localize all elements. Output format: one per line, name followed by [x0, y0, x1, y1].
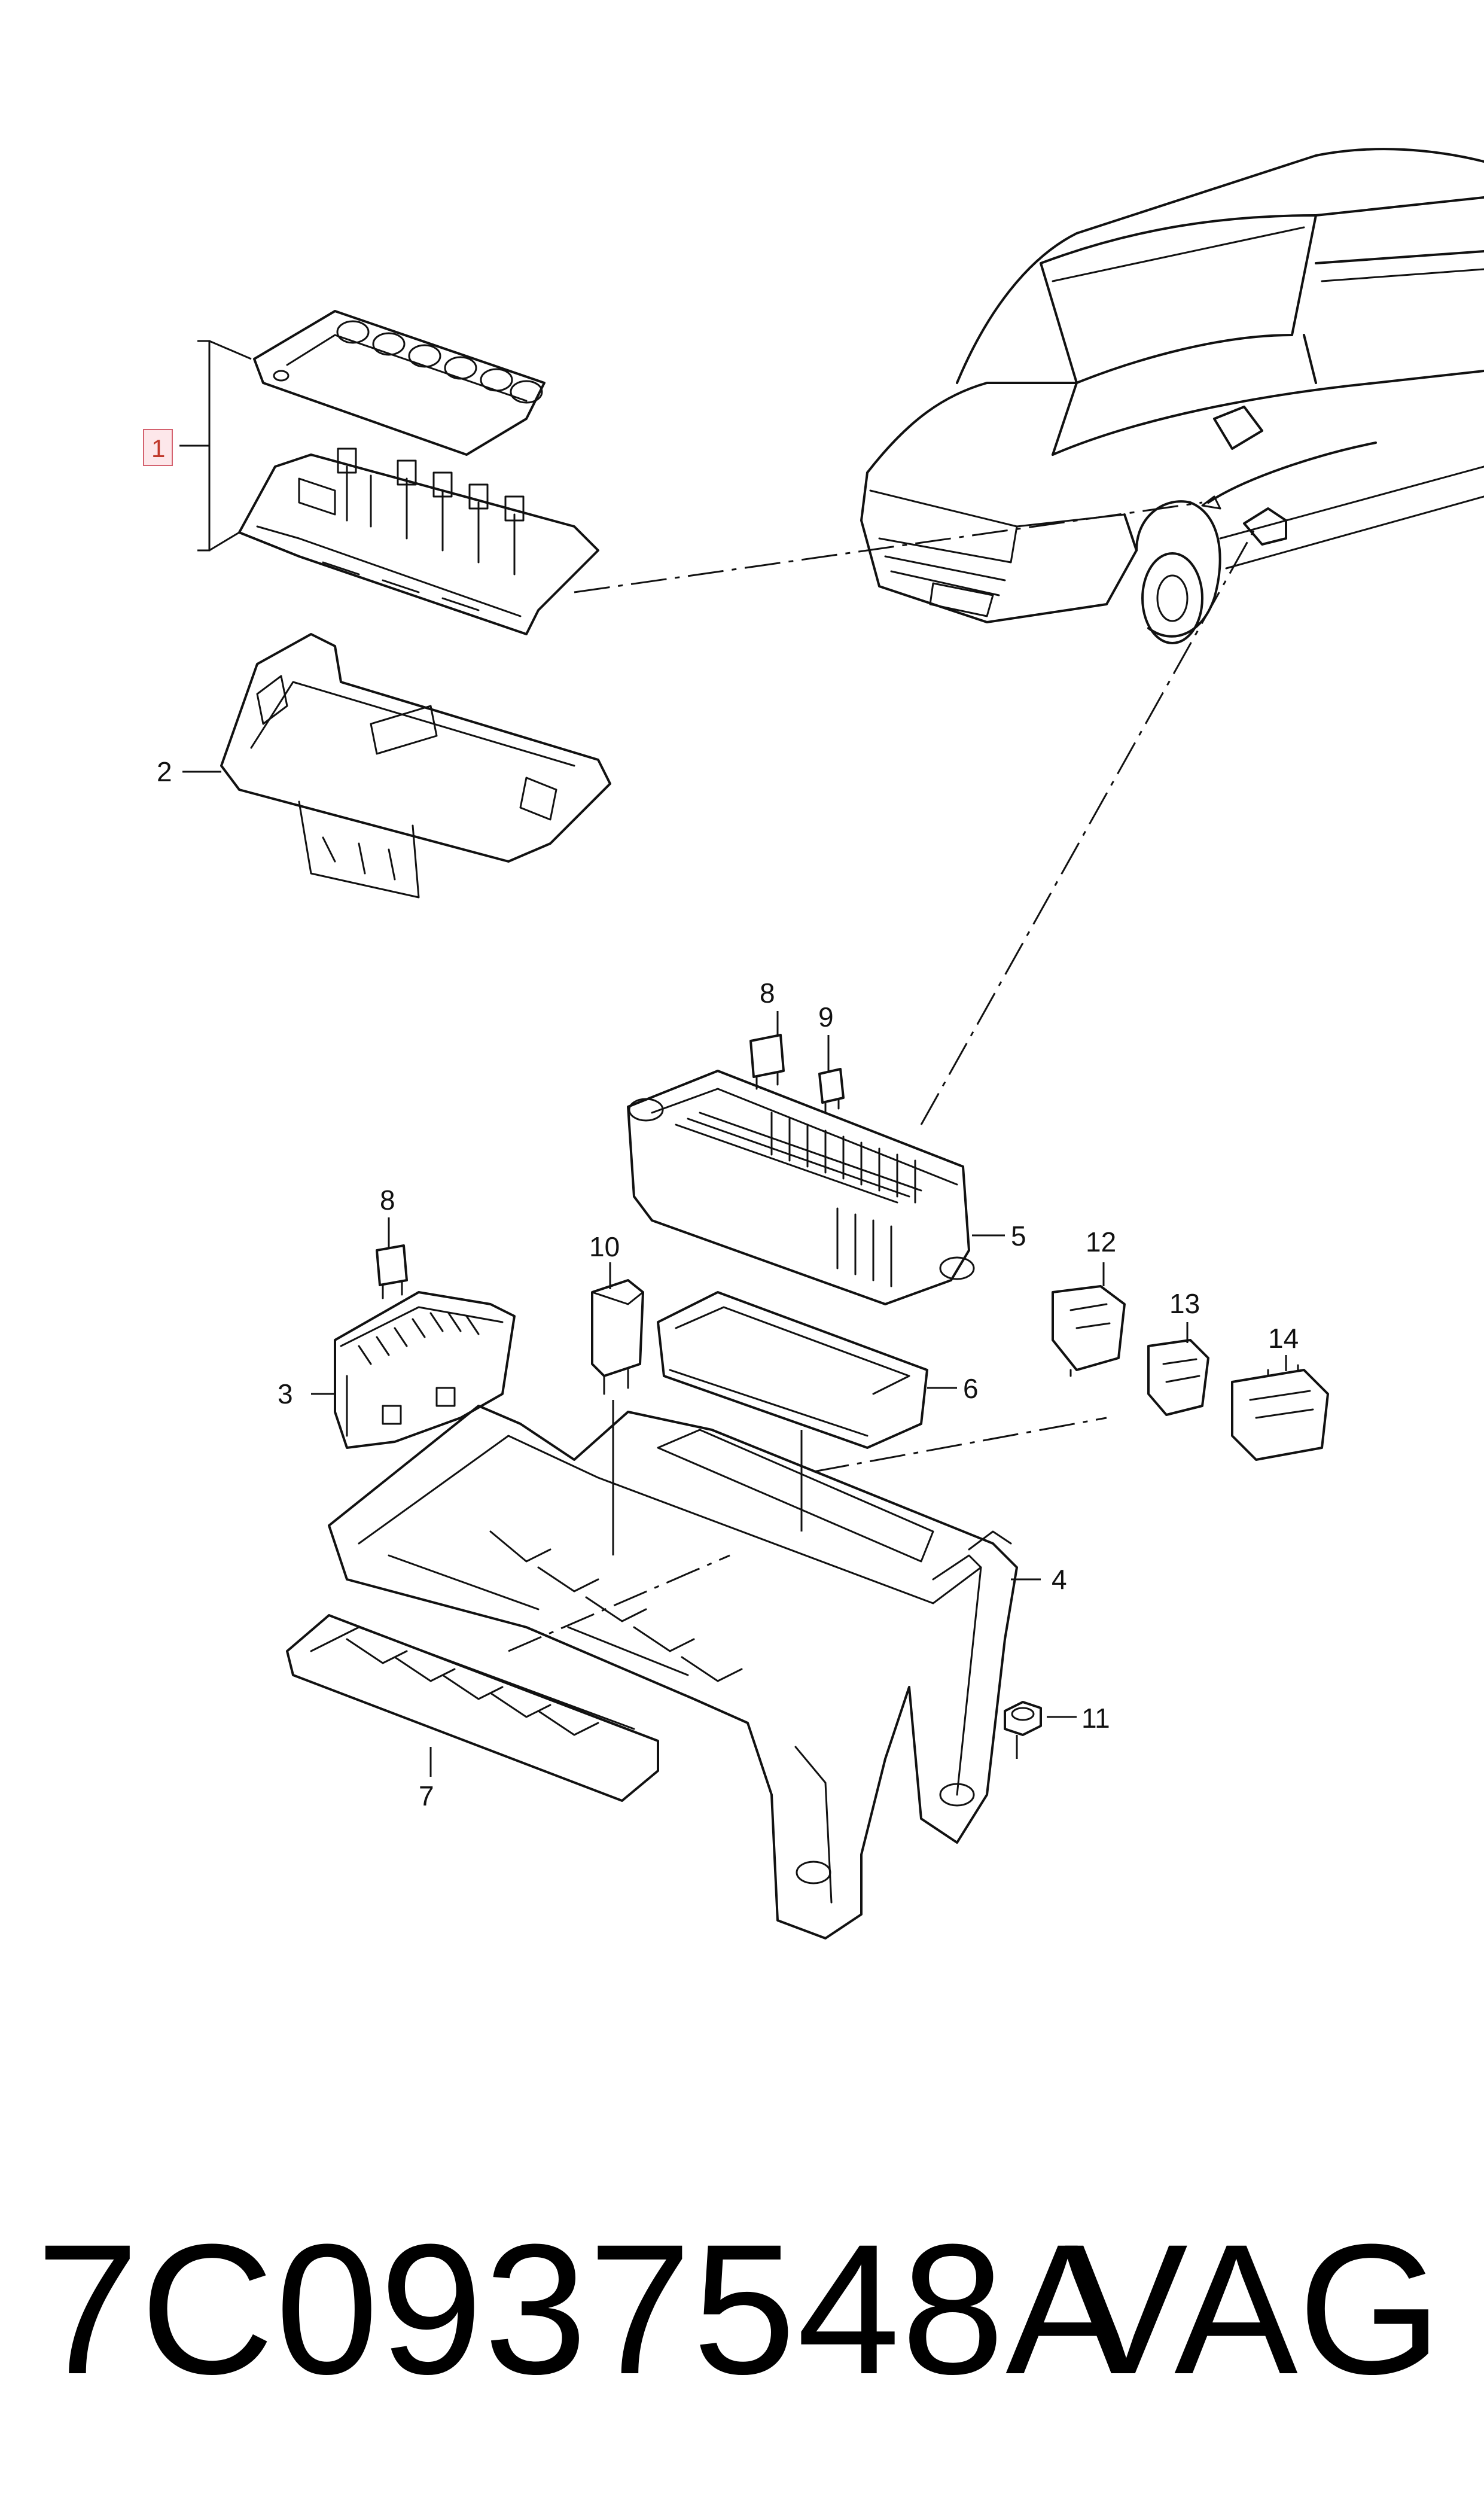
connection-lines — [508, 501, 1257, 1652]
callout-labels: 1 2 3 4 5 6 7 8 9 8 10 11 12 13 14 — [143, 429, 1299, 1811]
callout-14: 14 — [1268, 1323, 1299, 1354]
part-3-module — [334, 1291, 516, 1449]
callout-2: 2 — [157, 756, 172, 787]
callout-1: 1 — [151, 434, 165, 462]
part-6-lid — [657, 1291, 928, 1449]
part-5-fuse-box — [627, 1070, 975, 1305]
callout-13: 13 — [1169, 1288, 1200, 1319]
part-7-strip — [286, 1614, 659, 1802]
callout-8-lower: 8 — [380, 1185, 395, 1216]
van-drawing — [860, 148, 1484, 644]
part-8-fuse-lower — [376, 1244, 408, 1299]
callout-4: 4 — [1052, 1564, 1067, 1595]
part-4-carrier — [328, 1405, 1018, 1940]
callout-11: 11 — [1081, 1703, 1110, 1734]
callout-10: 10 — [589, 1231, 620, 1262]
part-1-fuse-holder — [238, 310, 599, 635]
leader-lines — [179, 340, 1287, 1777]
part-12-connector — [1052, 1285, 1126, 1377]
footer: 7C0937548A VAG — [0, 2190, 1484, 2441]
brand-label: VAG — [1064, 2205, 1442, 2413]
part-number: 7C0937548A — [36, 2205, 1130, 2413]
part-14-connector — [1231, 1364, 1329, 1461]
part-10-relay — [591, 1279, 644, 1395]
parts-diagram: 1 2 3 4 5 6 7 8 9 8 10 11 12 13 14 — [143, 148, 1484, 1940]
callout-6: 6 — [963, 1373, 979, 1404]
callout-9: 9 — [818, 1001, 834, 1033]
callout-1-highlight — [143, 429, 173, 466]
callout-5: 5 — [1011, 1220, 1026, 1252]
part-13-connector — [1147, 1339, 1209, 1416]
part-8-fuse-upper — [749, 1034, 785, 1090]
part-9-fuse — [818, 1068, 845, 1113]
callout-3: 3 — [278, 1378, 293, 1409]
part-11-nut — [1004, 1701, 1042, 1736]
callout-12: 12 — [1086, 1226, 1116, 1258]
part-2-tray — [220, 633, 611, 899]
callout-7: 7 — [419, 1780, 434, 1811]
callout-8-upper: 8 — [760, 978, 775, 1009]
